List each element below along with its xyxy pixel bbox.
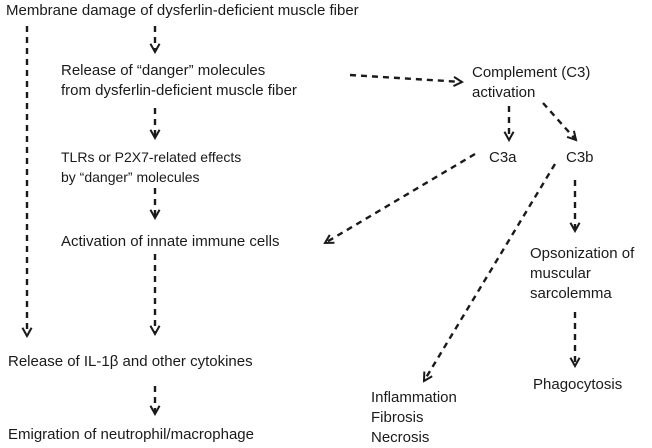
arrow-release-to-complement xyxy=(349,73,462,82)
arrow-c3b-to-outcomes xyxy=(424,163,557,381)
node-opsonization-line-2: muscular xyxy=(530,265,591,282)
node-complement-line-2: activation xyxy=(472,84,536,101)
node-complement-line-1: Complement (C3) xyxy=(472,64,591,81)
node-release-danger: Release of “danger” molecules from dysfe… xyxy=(61,61,297,101)
node-membrane-damage: Membrane damage of dysferlin-deficient m… xyxy=(6,1,359,21)
node-il1b-release: Release of IL-1β and other cytokines xyxy=(8,352,253,372)
node-c3a: C3a xyxy=(489,148,517,168)
node-phagocytosis-line-1: Phagocytosis xyxy=(533,376,623,393)
node-outcomes: Inflammation Fibrosis Necrosis xyxy=(371,388,457,448)
arrow-c3a-to-innate xyxy=(325,152,476,243)
node-tlr-effects-line-1: TLRs or P2X7-related effects xyxy=(61,149,242,165)
node-phagocytosis: Phagocytosis xyxy=(533,375,622,395)
node-innate-activation: Activation of innate immune cells xyxy=(61,232,279,252)
node-tlr-effects: TLRs or P2X7-related effects by “danger”… xyxy=(61,147,241,187)
node-emigration-line-1: Emigration of neutrophil/macrophage xyxy=(8,426,254,443)
node-c3b-label: C3b xyxy=(566,149,594,166)
node-membrane-damage-line-1: Membrane damage of dysferlin-deficient m… xyxy=(6,2,359,19)
node-outcomes-necrosis: Necrosis xyxy=(371,429,430,446)
node-emigration: Emigration of neutrophil/macrophage xyxy=(8,425,254,445)
node-outcomes-fibrosis: Fibrosis xyxy=(371,409,424,426)
node-release-danger-line-2: from dysferlin-deficient muscle fiber xyxy=(61,82,297,99)
node-il1b-release-line-1: Release of IL-1β and other cytokines xyxy=(8,353,253,370)
node-innate-activation-line-1: Activation of innate immune cells xyxy=(61,233,280,250)
node-opsonization-line-1: Opsonization of xyxy=(530,245,635,262)
node-opsonization: Opsonization of muscular sarcolemma xyxy=(530,244,634,304)
node-tlr-effects-line-2: by “danger” molecules xyxy=(61,169,200,185)
node-c3b: C3b xyxy=(566,148,594,168)
arrow-complement-to-c3b xyxy=(542,102,576,140)
node-release-danger-line-1: Release of “danger” molecules xyxy=(61,62,266,79)
node-opsonization-line-3: sarcolemma xyxy=(530,285,612,302)
node-outcomes-inflammation: Inflammation xyxy=(371,389,457,406)
node-complement: Complement (C3) activation xyxy=(472,63,590,103)
node-c3a-label: C3a xyxy=(489,149,517,166)
